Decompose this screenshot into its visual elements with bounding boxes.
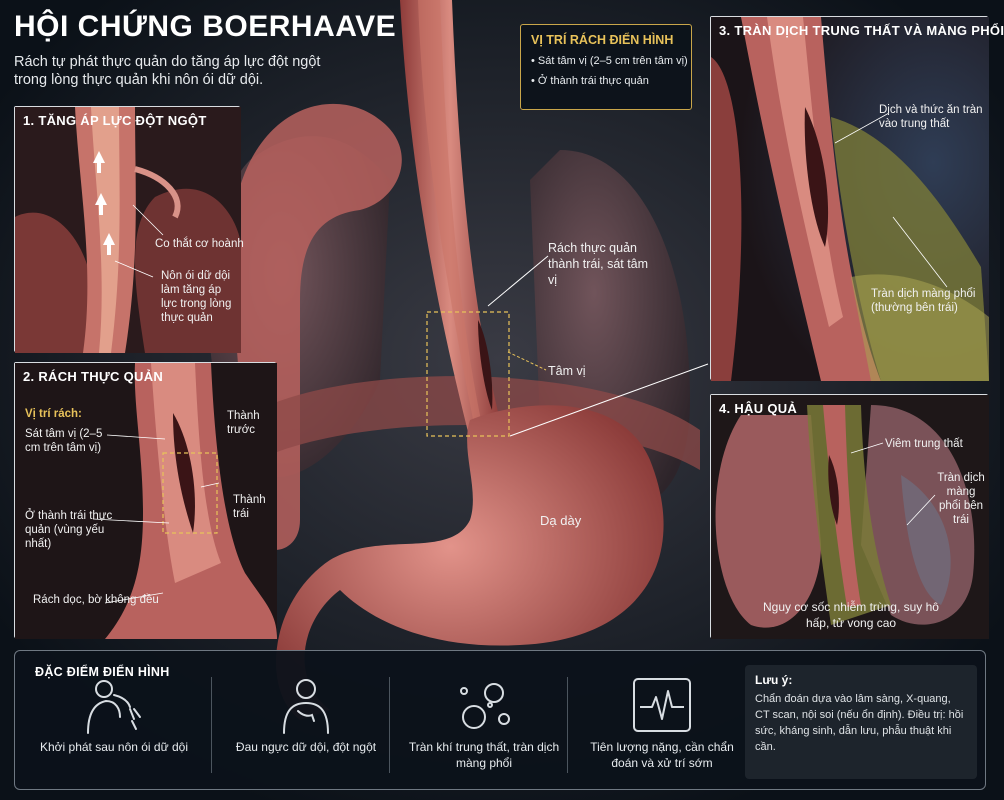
- panel1-label-vomit: Nôn ói dữ dội làm tăng áp lực trong lòng…: [161, 270, 232, 324]
- feature-item: Đau ngực dữ dội, đột ngột: [221, 675, 391, 785]
- panel2-label-left-wall: Ở thành trái thực quản (vùng yếu nhất): [25, 510, 113, 550]
- heart-monitor-icon: [633, 678, 691, 732]
- feature-item: Tiên lượng nặng, cần chẩn đoán và xử trí…: [577, 675, 747, 785]
- panel4-label-left-effusion: Tràn dịch màng phổi bên trái: [937, 472, 985, 526]
- typical-features-title: ĐẶC ĐIỂM ĐIỂN HÌNH: [35, 665, 170, 679]
- panel2-label-near-cardia: Sát tâm vị (2–5 cm trên tâm vị): [25, 428, 103, 454]
- page-title: HỘI CHỨNG BOERHAAVE: [14, 10, 397, 43]
- typical-site-item: • Sát tâm vị (2–5 cm trên tâm vị): [531, 55, 688, 67]
- panel4-illustration: [711, 395, 989, 639]
- panel2-title: 2. RÁCH THỰC QUẢN: [23, 369, 164, 384]
- panel2-illustration: [15, 363, 277, 639]
- note-box: Lưu ý: Chẩn đoán dựa vào lâm sàng, X-qua…: [745, 665, 977, 779]
- panel3-illustration: [711, 17, 989, 381]
- air-bubbles-icon: [460, 683, 510, 729]
- center-label-cardia: Tâm vị: [548, 364, 586, 378]
- panel1-title: 1. TĂNG ÁP LỰC ĐỘT NGỘT: [23, 113, 207, 128]
- panel-consequences: 4. HẬU QUẢ Viêm trung thất Tràn dịch màn…: [710, 394, 989, 639]
- typical-site-box: VỊ TRÍ RÁCH ĐIỂN HÌNH • Sát tâm vị (2–5 …: [520, 24, 692, 110]
- panel3-label-fluid: Dịch và thức ăn tràn vào trung thất: [879, 104, 983, 130]
- vomiting-person-icon: [87, 680, 141, 734]
- panel2-site-heading: Vị trí rách:: [25, 408, 82, 420]
- feature-item: Tràn khí trung thất, tràn dịch màng phổi: [399, 675, 569, 785]
- panel1-illustration: [15, 107, 241, 353]
- typical-site-item: • Ở thành trái thực quản: [531, 75, 649, 87]
- panel1-label-spasm: Co thắt cơ hoành: [155, 238, 244, 250]
- note-title: Lưu ý:: [755, 673, 793, 687]
- panel2-label-long-tear: Rách dọc, bờ không đều: [33, 594, 159, 606]
- feature-text: Đau ngực dữ dội, đột ngột: [235, 740, 377, 754]
- panel-esophageal-tear: 2. RÁCH THỰC QUẢN Vị trí rách: Sát tâm v…: [14, 362, 277, 639]
- feature-text: Khởi phát sau nôn ói dữ dội: [39, 740, 188, 754]
- note-body: Chẩn đoán dựa vào lâm sàng, X-quang, CT …: [755, 693, 964, 753]
- panel4-label-mediastinitis: Viêm trung thất: [885, 438, 963, 450]
- center-label-stomach: Dạ dày: [540, 513, 582, 528]
- panel2-label-left: Thành trái: [233, 494, 266, 520]
- panel-mediastinal-pleural-effusion: 3. TRÀN DỊCH TRUNG THẤT VÀ MÀNG PHỔI Dịc…: [710, 16, 1004, 381]
- feature-text: Tràn khí trung thất, tràn dịch màng phổi: [408, 740, 560, 770]
- center-label-tear: Rách thực quản thành trái, sát tâm vị: [548, 241, 649, 287]
- feature-divider: [567, 677, 568, 773]
- chest-pain-icon: [283, 679, 329, 734]
- page-subtitle: Rách tự phát thực quản do tăng áp lực độ…: [14, 54, 321, 88]
- pressure-arrow-icon: [93, 151, 115, 255]
- feature-item: Khởi phát sau nôn ói dữ dội: [29, 675, 199, 785]
- panel3-label-pleural: Tràn dịch màng phổi (thường bên trái): [871, 288, 976, 314]
- feature-divider: [389, 677, 390, 773]
- panel4-label-risk: Nguy cơ sốc nhiễm trùng, suy hô hấp, tử …: [763, 600, 939, 630]
- panel4-title: 4. HẬU QUẢ: [719, 401, 798, 416]
- panel3-title: 3. TRÀN DỊCH TRUNG THẤT VÀ MÀNG PHỔI: [719, 23, 1004, 38]
- panel-pressure-increase: 1. TĂNG ÁP LỰC ĐỘT NGỘT Co thắt cơ hoành…: [14, 106, 244, 353]
- typical-site-title: VỊ TRÍ RÁCH ĐIỂN HÌNH: [531, 33, 674, 47]
- typical-features-bar: ĐẶC ĐIỂM ĐIỂN HÌNH Khởi phát sau nôn ói …: [14, 650, 986, 790]
- panel2-label-anterior: Thành trước: [227, 410, 260, 436]
- feature-divider: [211, 677, 212, 773]
- feature-text: Tiên lượng nặng, cần chẩn đoán và xử trí…: [590, 740, 734, 770]
